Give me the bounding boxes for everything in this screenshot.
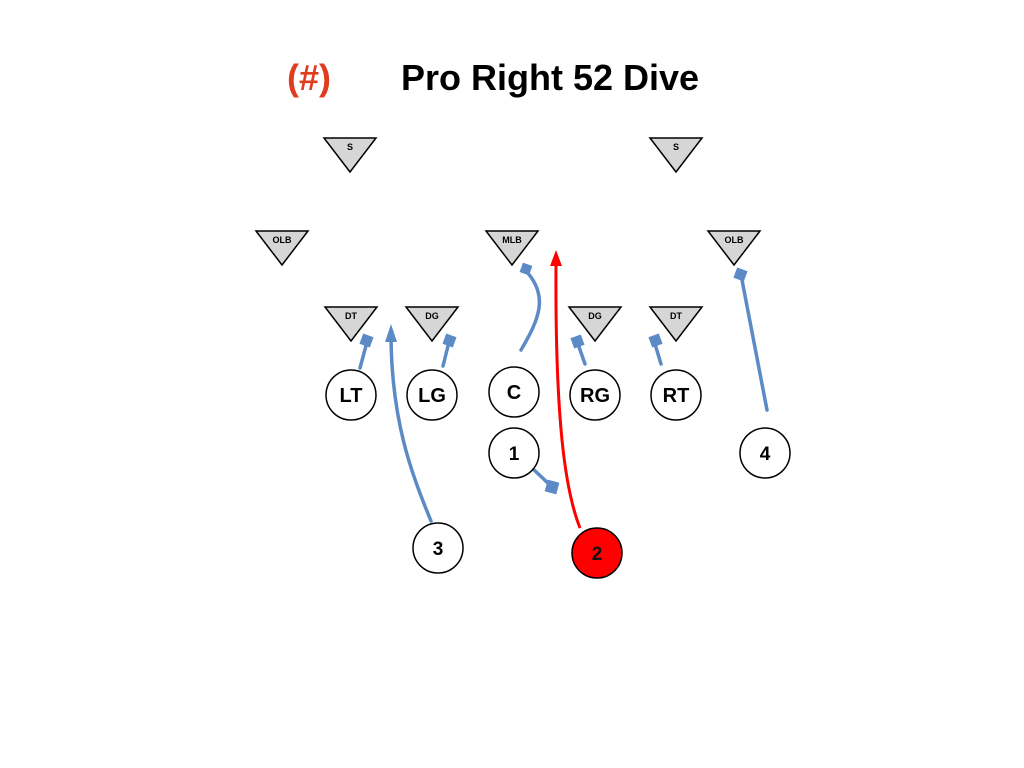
block-end-rg [570, 334, 585, 349]
defender-label: S [673, 142, 679, 152]
defender-dg-right: DG [567, 306, 623, 343]
block-end-center [519, 262, 533, 276]
lead-route-back-3 [389, 336, 433, 523]
block-route-rt [653, 342, 663, 366]
play-title: Pro Right 52 Dive [401, 57, 699, 98]
defender-dt-right: DT [648, 306, 704, 343]
offense-label: 2 [592, 544, 603, 565]
offense-label: 1 [509, 444, 520, 465]
offense-label: 3 [433, 539, 444, 560]
ball-carrier-route [554, 261, 582, 529]
defender-label: DT [670, 311, 682, 321]
block-route-center [519, 270, 542, 352]
offense-back-2-ball-carrier: 2 [571, 527, 623, 579]
offense-back-4: 4 [739, 427, 791, 479]
defender-safety-left: S [322, 137, 378, 174]
ball-carrier-arrowhead [550, 250, 562, 266]
defender-safety-right: S [648, 137, 704, 174]
defender-label: S [347, 142, 353, 152]
offense-back-3: 3 [412, 522, 464, 574]
offense-label: RG [580, 385, 610, 407]
block-route-lg [441, 340, 451, 368]
defender-olb-left: OLB [254, 230, 310, 267]
block-end-lg [442, 333, 457, 348]
block-end-back-4 [733, 267, 748, 282]
offense-back-1: 1 [488, 427, 540, 479]
defender-label: DG [588, 311, 602, 321]
offense-lt: LT [325, 369, 377, 421]
defender-label: MLB [502, 235, 522, 245]
block-route-back-4 [740, 278, 769, 412]
block-route-rg [576, 342, 587, 366]
block-end-back-1 [544, 479, 560, 495]
play-number: (#) [287, 57, 331, 98]
offense-label: RT [663, 385, 690, 407]
defender-dt-left: DT [323, 306, 379, 343]
block-route-lt [358, 340, 369, 370]
block-route-back-1 [530, 466, 552, 487]
offense-center: C [488, 366, 540, 418]
defender-label: DG [425, 311, 439, 321]
lead-route-arrowhead [385, 324, 397, 342]
defender-label: OLB [725, 235, 744, 245]
offense-lg: LG [406, 369, 458, 421]
defender-mlb: MLB [484, 230, 540, 267]
block-end-rt [648, 333, 663, 348]
offense-rg: RG [569, 369, 621, 421]
offense-label: C [507, 382, 521, 404]
blocking-assignments [358, 262, 769, 523]
defender-olb-right: OLB [706, 230, 762, 267]
offense-label: LG [418, 385, 446, 407]
offense-rt: RT [650, 369, 702, 421]
block-end-lt [359, 333, 374, 348]
defender-dg-left: DG [404, 306, 460, 343]
defender-label: DT [345, 311, 357, 321]
defender-label: OLB [273, 235, 292, 245]
offense-label: LT [340, 385, 363, 407]
offense-label: 4 [760, 444, 771, 465]
